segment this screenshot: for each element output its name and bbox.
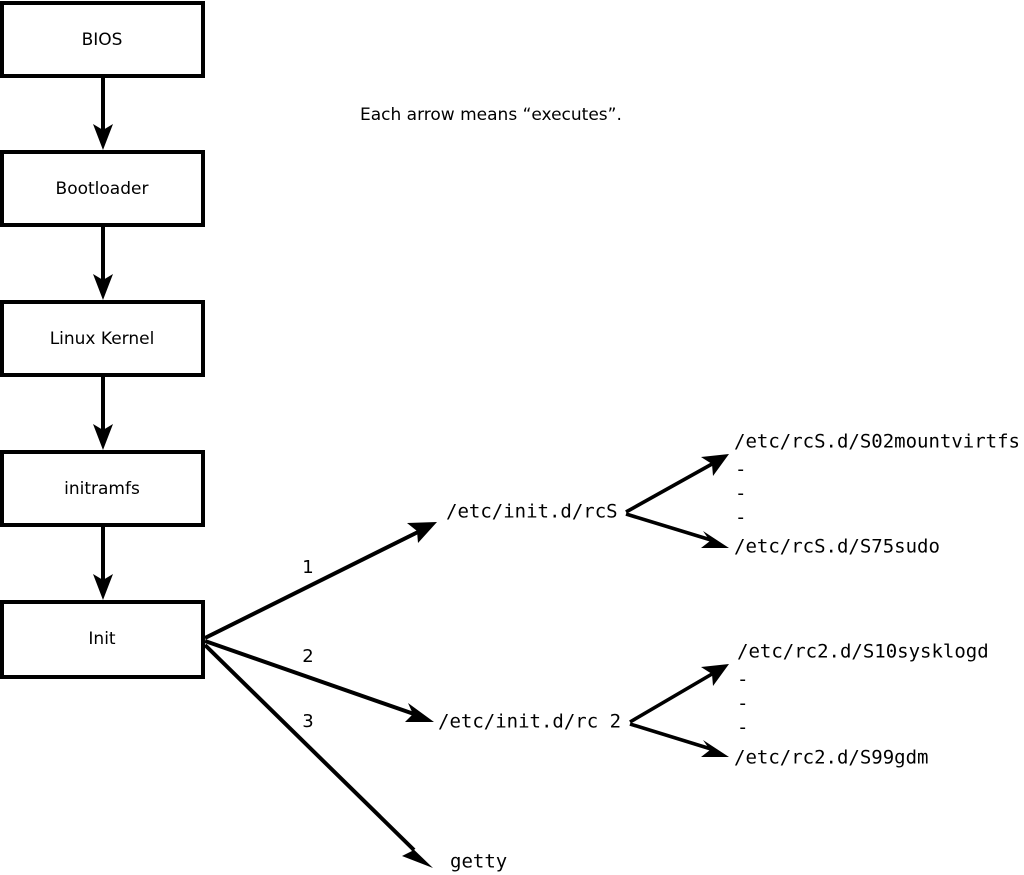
node-bootloader-rect <box>0 150 205 227</box>
edge-rcs-to-s02mountvirtfs <box>625 454 729 514</box>
script-rcs-first[interactable]: /etc/rcS.d/S02mountvirtfs <box>734 431 1020 453</box>
edge-kernel-initramfs-arrowhead <box>93 424 113 450</box>
edge-rc2-to-s99gdm <box>629 722 729 757</box>
script-rcs-ellipsis-3: - <box>735 507 746 529</box>
edge-label-1: 1 <box>302 557 313 578</box>
node-bootloader[interactable]: Bootloader <box>0 150 205 227</box>
edge-init-rcs-line <box>204 530 419 640</box>
script-rc2-last[interactable]: /etc/rc2.d/S99gdm <box>734 747 928 769</box>
edge-rc2-to-s10sysklogd <box>629 664 729 724</box>
node-initramfs-label: initramfs <box>64 479 140 499</box>
script-rc2-ellipsis-3: - <box>737 717 748 739</box>
node-rc2-label[interactable]: /etc/init.d/rc 2 <box>438 711 621 733</box>
edge-init-to-rc2: 2 <box>204 639 434 722</box>
edge-label-2: 2 <box>302 646 313 667</box>
edge-init-rcs-arrowhead <box>407 522 437 543</box>
node-initramfs[interactable]: initramfs <box>0 450 205 527</box>
edge-bootloader-kernel-arrowhead <box>93 274 113 300</box>
script-rc2-ellipsis-1: - <box>737 669 748 691</box>
node-init-rect <box>0 600 205 679</box>
edge-init-to-rcs: 1 <box>204 522 437 640</box>
edge-initramfs-to-init <box>93 525 113 600</box>
node-bootloader-label: Bootloader <box>56 179 149 199</box>
legend-note: Each arrow means “executes”. <box>360 105 622 125</box>
script-rc2-first[interactable]: /etc/rc2.d/S10sysklogd <box>737 641 989 663</box>
node-init-label: Init <box>88 629 116 649</box>
edge-rcs-s02-arrowhead <box>701 454 729 476</box>
edge-bios-to-bootloader <box>93 76 113 150</box>
edge-rcs-s75-line <box>625 512 712 542</box>
edge-init-getty-line <box>203 643 416 852</box>
edge-bios-bootloader-arrowhead <box>93 124 113 150</box>
edge-init-to-getty: 3 <box>203 643 433 868</box>
edge-rcs-s75-arrowhead <box>701 531 729 548</box>
node-getty-label[interactable]: getty <box>450 851 507 873</box>
edge-rcs-to-s75sudo <box>625 512 729 548</box>
edge-init-rc2-arrowhead <box>405 703 434 722</box>
script-rcs-last[interactable]: /etc/rcS.d/S75sudo <box>734 536 940 558</box>
node-linux-kernel-rect <box>0 300 205 377</box>
script-rcs-ellipsis-1: - <box>735 459 746 481</box>
edge-rc2-s99-line <box>629 722 712 751</box>
edge-init-getty-arrowhead <box>402 841 433 868</box>
edge-rc2-s10-line <box>629 672 713 724</box>
script-rc2-ellipsis-2: - <box>737 693 748 715</box>
edge-init-rc2-line <box>204 639 415 716</box>
node-bios[interactable]: BIOS <box>0 1 205 78</box>
edge-rcs-s02-line <box>625 462 713 514</box>
script-rcs-ellipsis-2: - <box>735 483 746 505</box>
edge-label-3: 3 <box>302 711 313 732</box>
node-init[interactable]: Init <box>0 600 205 679</box>
node-rcs-label[interactable]: /etc/init.d/rcS <box>446 501 618 523</box>
edge-rc2-s10-arrowhead <box>701 664 729 686</box>
node-bios-label: BIOS <box>82 30 123 50</box>
node-linux-kernel[interactable]: Linux Kernel <box>0 300 205 377</box>
edge-initramfs-init-arrowhead <box>93 574 113 600</box>
node-bios-rect <box>0 1 205 78</box>
edge-bootloader-to-kernel <box>93 225 113 300</box>
edge-kernel-to-initramfs <box>93 375 113 450</box>
node-linux-kernel-label: Linux Kernel <box>50 329 155 349</box>
edge-rc2-s99-arrowhead <box>701 740 729 757</box>
